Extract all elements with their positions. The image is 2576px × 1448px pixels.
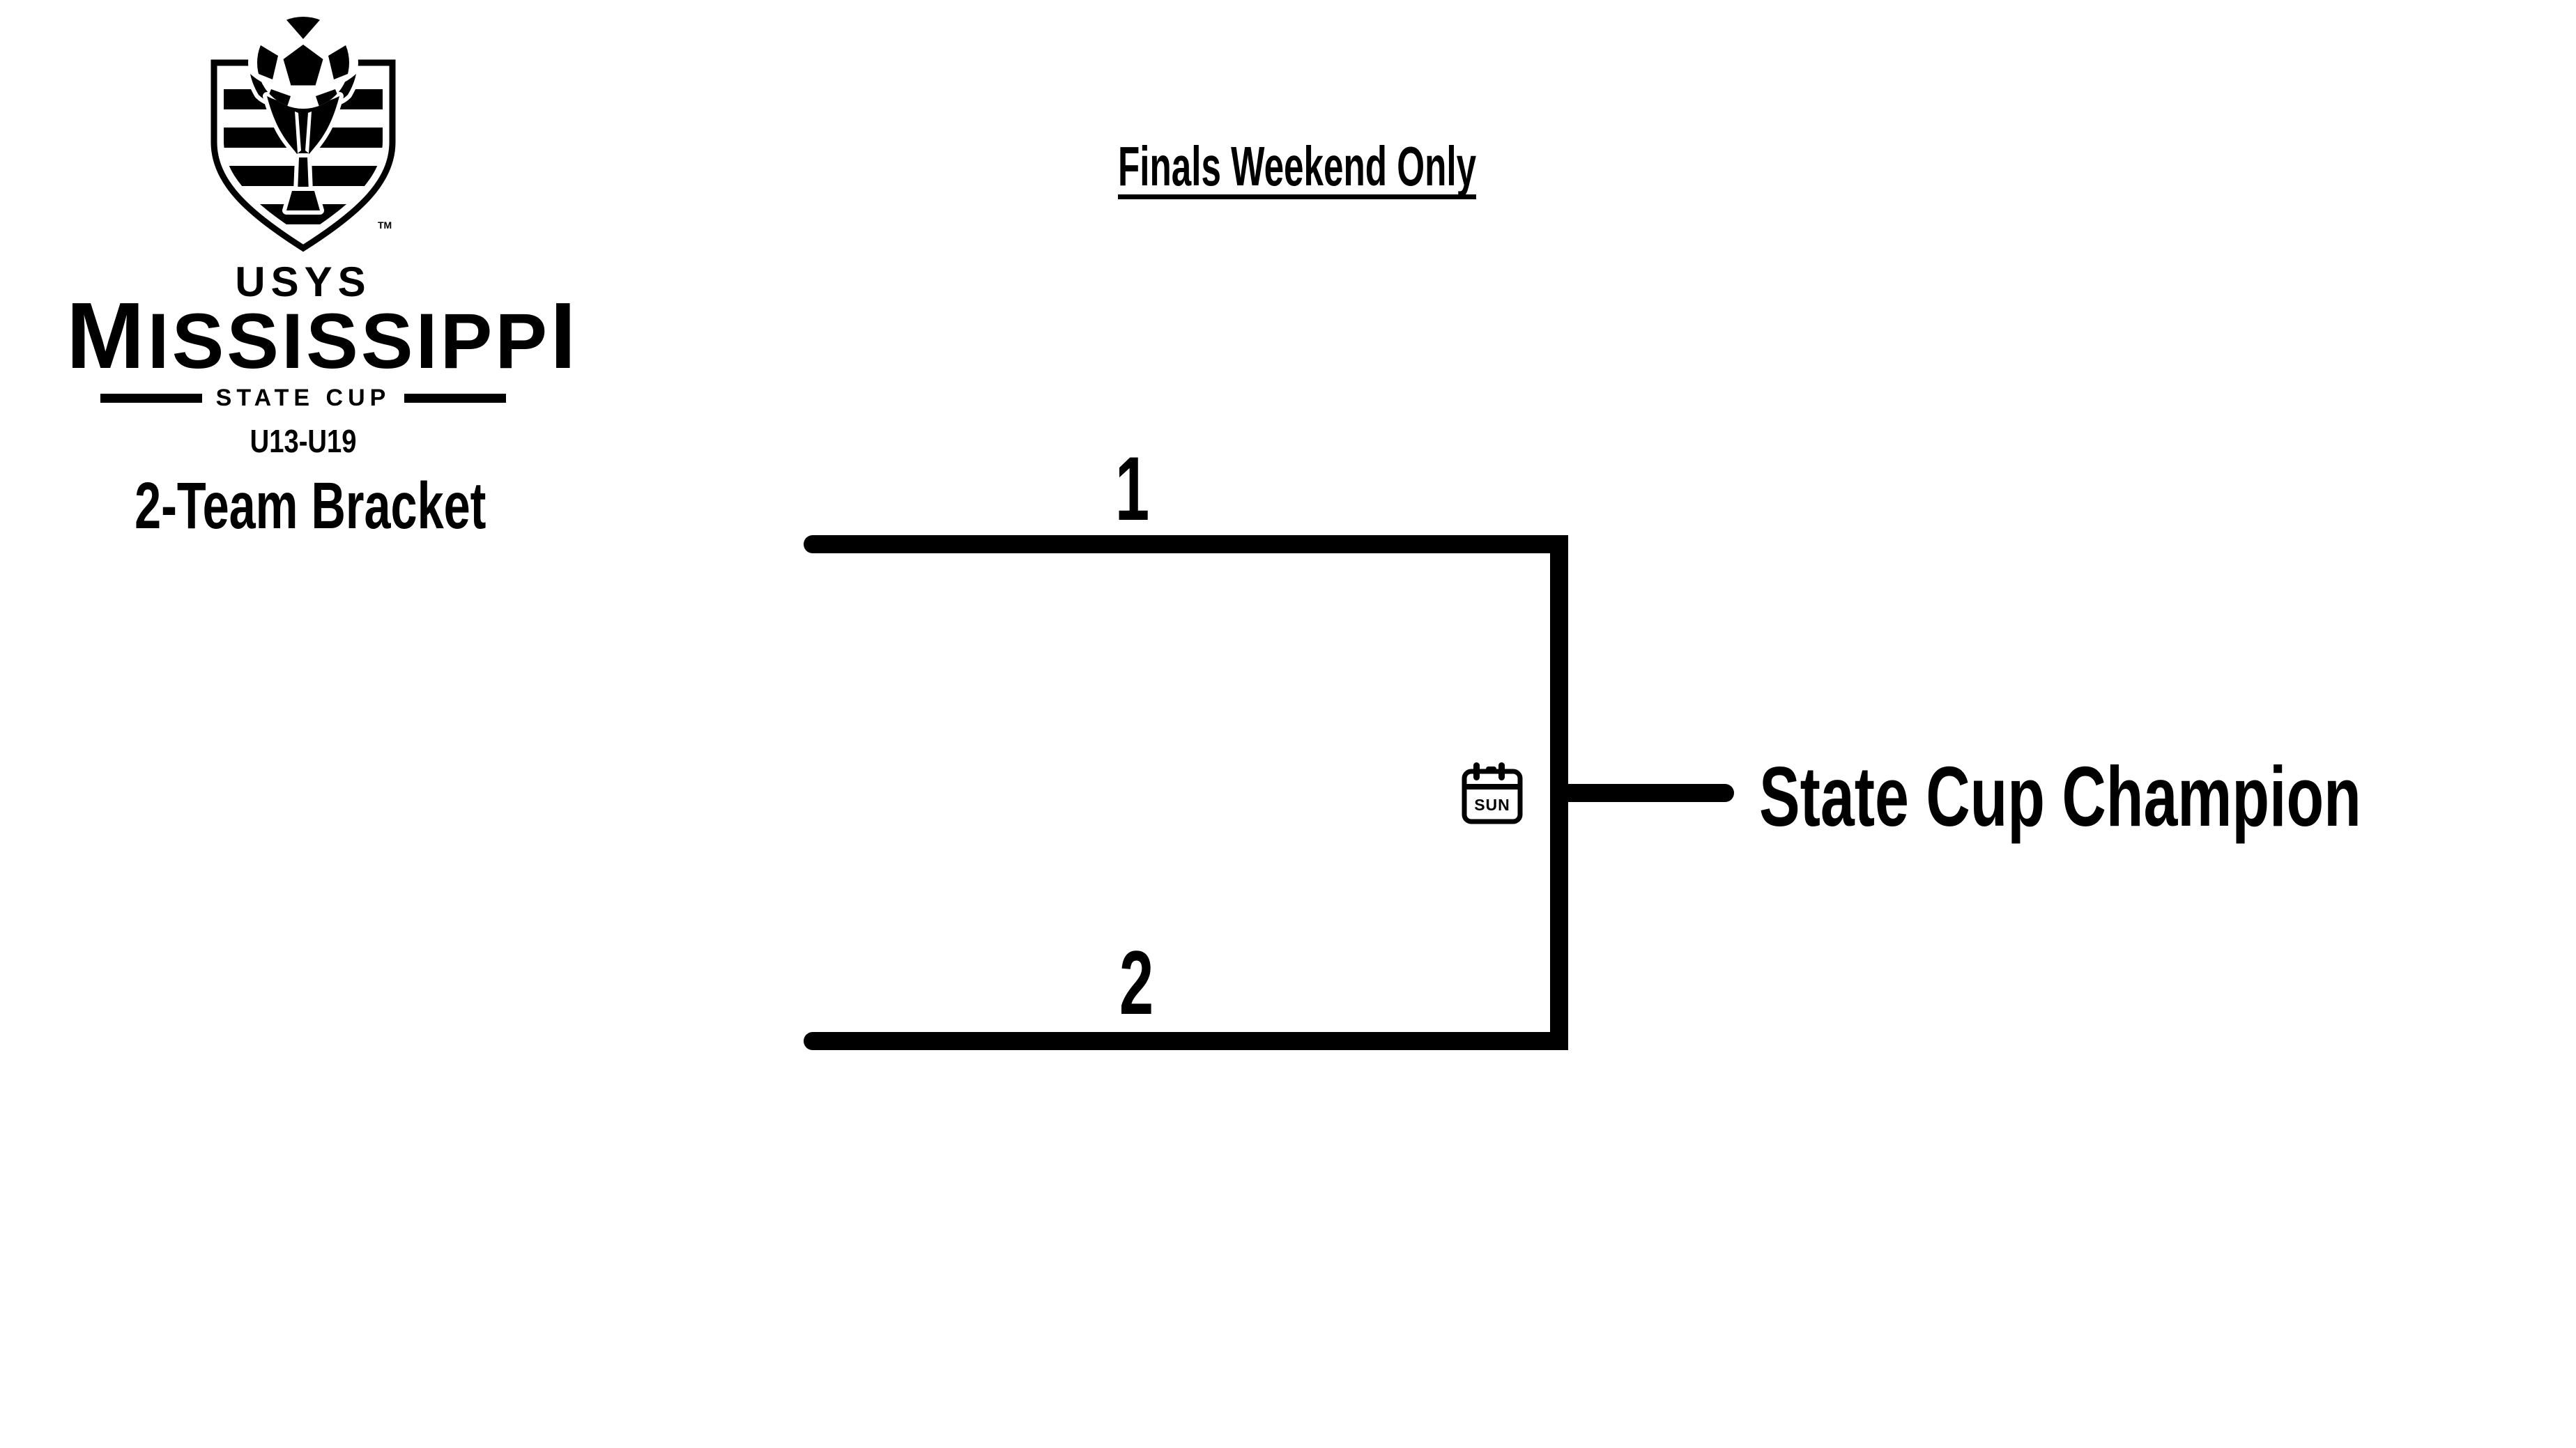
tournament-logo: TM USYS MISSISSIPPI STATE CUP U13-U19 2-…	[66, 6, 576, 556]
age-groups-label: U13-U19	[66, 425, 540, 457]
state-middle-letters: ISSISSIPP	[147, 298, 551, 385]
champion-label: State Cup Champion	[1759, 749, 2361, 844]
finals-weekend-heading: Finals Weekend Only	[1118, 139, 1477, 199]
state-last-letter: I	[550, 283, 579, 388]
calendar-sun-icon: SUN	[1462, 762, 1523, 824]
calendar-pin-left	[1473, 762, 1480, 780]
seed-2-label: 2	[1119, 932, 1154, 1033]
seed-1-label: 1	[1115, 438, 1150, 539]
bracket-type-text: 2-Team Bracket	[135, 469, 486, 543]
logo-event-row: STATE CUP	[66, 386, 540, 410]
age-groups-text: U13-U19	[250, 423, 357, 459]
shield-icon	[210, 59, 396, 252]
seed2-slot-line	[804, 1032, 1568, 1050]
trademark-symbol: TM	[378, 219, 392, 231]
event-left-rule	[100, 393, 202, 403]
seed1-slot-line	[804, 535, 1568, 553]
logo-event-name: STATE CUP	[215, 385, 391, 411]
logo-org-name: USYS	[235, 259, 371, 305]
bracket-merge-line	[1550, 535, 1568, 1050]
bracket-type-label: 2-Team Bracket	[66, 473, 540, 539]
event-right-rule	[404, 393, 507, 403]
champion-connector-line	[1568, 784, 1734, 802]
soccer-shield-crest-icon: TM	[210, 8, 396, 252]
trophy-slits	[295, 111, 312, 153]
soccer-ball-patches	[257, 17, 349, 109]
calendar-day-label: SUN	[1474, 796, 1510, 814]
calendar-pin-right	[1498, 762, 1505, 780]
state-first-letter: M	[66, 283, 148, 388]
logo-state-name: MISSISSIPPI	[66, 288, 576, 383]
calendar-dash	[1486, 767, 1496, 771]
